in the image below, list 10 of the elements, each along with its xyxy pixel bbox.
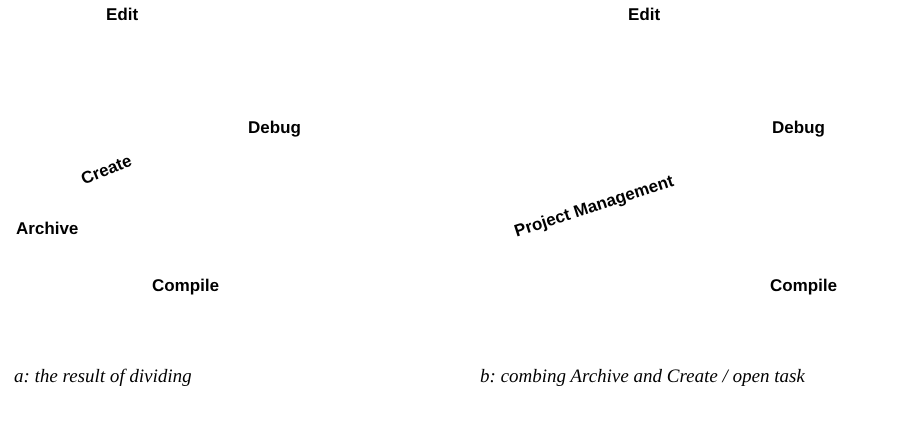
activity-label: Create bbox=[78, 150, 135, 190]
activity-label: Debug bbox=[772, 118, 825, 138]
activity-label: Compile bbox=[770, 276, 838, 296]
activity-label: Compile bbox=[152, 276, 220, 296]
activity-label: Edit bbox=[628, 5, 660, 25]
panel-caption: a: the result of dividing bbox=[14, 366, 192, 388]
activity-label: Debug bbox=[248, 118, 301, 138]
panel-caption: b: combing Archive and Create / open task bbox=[480, 366, 805, 388]
activity-label: Edit bbox=[106, 5, 138, 25]
activity-label: Archive bbox=[16, 219, 78, 239]
